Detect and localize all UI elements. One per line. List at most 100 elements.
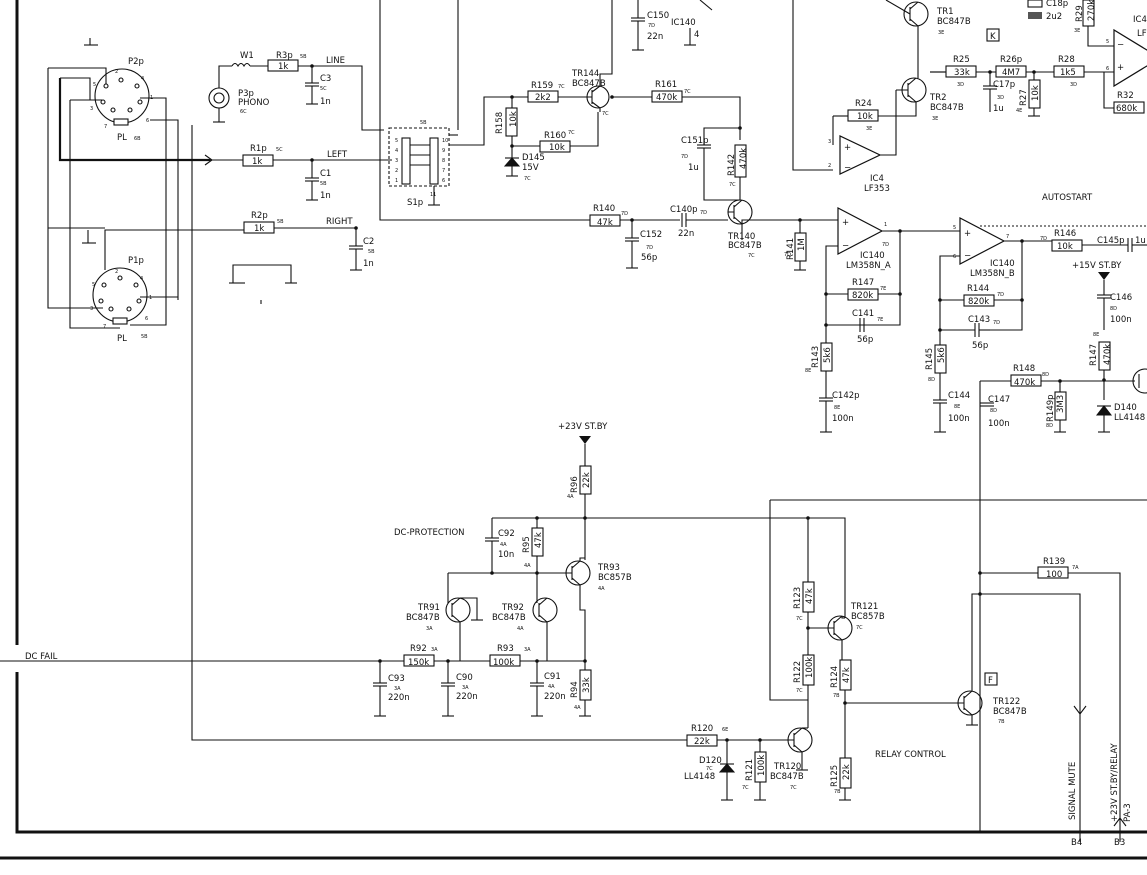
svg-text:8D: 8D [928,377,935,383]
transistor-tr92: TR92 BC847B 4A [492,573,558,661]
resistor-r95: R95 47k 4A [522,518,544,573]
capacitor-c144: C144 8E 100n [933,391,970,433]
svg-text:R148: R148 [1013,364,1035,374]
svg-text:56p: 56p [641,253,657,263]
relay-supply-label: +23V ST.BY/RELAY PA-3 B3 [1110,742,1133,848]
capacitor-c2: C2 5B 1n [349,226,375,271]
resistor-r27: R27 10k 4E [1016,70,1041,117]
svg-text:11: 11 [430,192,436,198]
svg-text:TR2: TR2 [929,93,947,103]
svg-text:100n: 100n [988,419,1010,429]
capacitor-c91: C91 4A 220n [530,661,566,717]
capacitor-c92: C92 4A 10n [485,518,515,573]
svg-text:+: + [1117,63,1124,73]
svg-text:10: 10 [442,138,448,144]
resistor-r148: R148 8D 470k [979,364,1135,832]
svg-text:7D: 7D [648,23,655,29]
resistor-r160: R160 7C 10k [510,112,599,153]
svg-text:R161: R161 [655,80,677,90]
svg-text:3E: 3E [938,30,944,36]
svg-text:F: F [988,676,993,686]
svg-text:R159: R159 [531,81,553,91]
svg-text:R3p: R3p [276,51,293,61]
svg-text:15V: 15V [522,163,539,173]
svg-text:R158: R158 [495,112,505,134]
svg-text:LL4148: LL4148 [684,772,715,782]
svg-text:5C: 5C [320,86,327,92]
svg-text:+23V ST.BY: +23V ST.BY [558,422,608,432]
svg-text:2: 2 [828,163,831,169]
svg-text:7C: 7C [524,176,531,182]
svg-text:SIGNAL MUTE: SIGNAL MUTE [1068,762,1078,820]
p1p-pin4: 4 [140,276,143,282]
svg-text:BC847B: BC847B [770,772,804,782]
svg-text:1u: 1u [1135,236,1146,246]
p1p-pin3: 3 [90,306,93,312]
svg-text:7D: 7D [681,154,688,160]
connector-p2p: P2p 2 4 5 1 3 6 7 PL 6B [90,57,153,143]
svg-text:22k: 22k [582,472,592,488]
capacitor-c93: C93 3A 220n [373,661,410,717]
resistor-r147-fb: R147 7E 820k [824,278,902,301]
svg-text:8: 8 [442,158,445,164]
svg-text:D120: D120 [699,756,722,766]
svg-text:4: 4 [395,148,398,154]
svg-text:−: − [842,241,849,251]
svg-text:56p: 56p [972,341,988,351]
svg-text:8E: 8E [954,404,960,410]
w1-ref: W1 [240,51,254,61]
svg-text:R149p: R149p [1046,394,1056,422]
capacitor-c143: C143 7D 56p [938,315,1000,351]
p2p-pin2: 2 [115,69,118,75]
legend: C18p 2u2 [1027,0,1068,22]
svg-text:BC847B: BC847B [728,241,762,251]
resistor-r29: R29 270k 3E [1074,0,1114,47]
svg-text:8E: 8E [834,405,840,411]
svg-text:3E: 3E [866,126,872,132]
svg-text:100n: 100n [948,414,970,424]
svg-text:22n: 22n [647,32,663,42]
svg-text:5k6: 5k6 [937,347,947,363]
p1p-pin1: 1 [149,295,152,301]
svg-text:IC140: IC140 [990,259,1015,269]
p1p-type: PL [117,334,127,344]
svg-text:4: 4 [694,30,699,40]
svg-text:3E: 3E [932,116,938,122]
supply-23v: +23V ST.BY [558,422,608,466]
svg-text:4A: 4A [517,626,524,632]
capacitor-c140: C140p 7D 22n [670,205,728,239]
capacitor-c151: C151p 7D 1u [681,126,742,201]
marker-f: F [984,672,998,686]
resistor-r32: R32 680k [1113,91,1145,114]
svg-text:1k5: 1k5 [1060,68,1076,78]
svg-text:C145p: C145p [1097,236,1125,246]
svg-text:B3: B3 [1114,838,1125,848]
svg-text:C91: C91 [544,672,561,682]
svg-text:10k: 10k [857,112,873,122]
svg-text:3D: 3D [1070,82,1077,88]
svg-text:5B: 5B [277,219,284,225]
svg-text:LF: LF [1137,29,1147,39]
svg-text:K: K [990,32,996,42]
phono-jack: P3p PHONO 6C [208,87,270,123]
svg-text:TR93: TR93 [597,563,620,573]
svg-text:7D: 7D [700,210,707,216]
svg-text:R93: R93 [497,644,514,654]
svg-text:7E: 7E [880,286,886,292]
svg-text:R124: R124 [830,666,840,688]
svg-text:C144: C144 [948,391,970,401]
svg-text:22n: 22n [678,229,694,239]
svg-text:7D: 7D [1040,236,1047,242]
svg-text:4A: 4A [524,563,531,569]
resistor-r123: R123 47k 7C [793,545,815,628]
svg-text:33k: 33k [582,677,592,693]
ferrite-w1: W1 [218,51,268,88]
svg-text:TR1: TR1 [936,7,954,17]
net-left: LEFT [327,150,348,160]
svg-text:R32: R32 [1117,91,1134,101]
resistor-r158: R158 10k [495,95,519,150]
svg-text:6: 6 [953,254,956,260]
svg-text:8D: 8D [990,408,997,414]
svg-text:−: − [1117,40,1124,50]
transistor-tr2: TR2 BC847B 3E [876,71,964,122]
